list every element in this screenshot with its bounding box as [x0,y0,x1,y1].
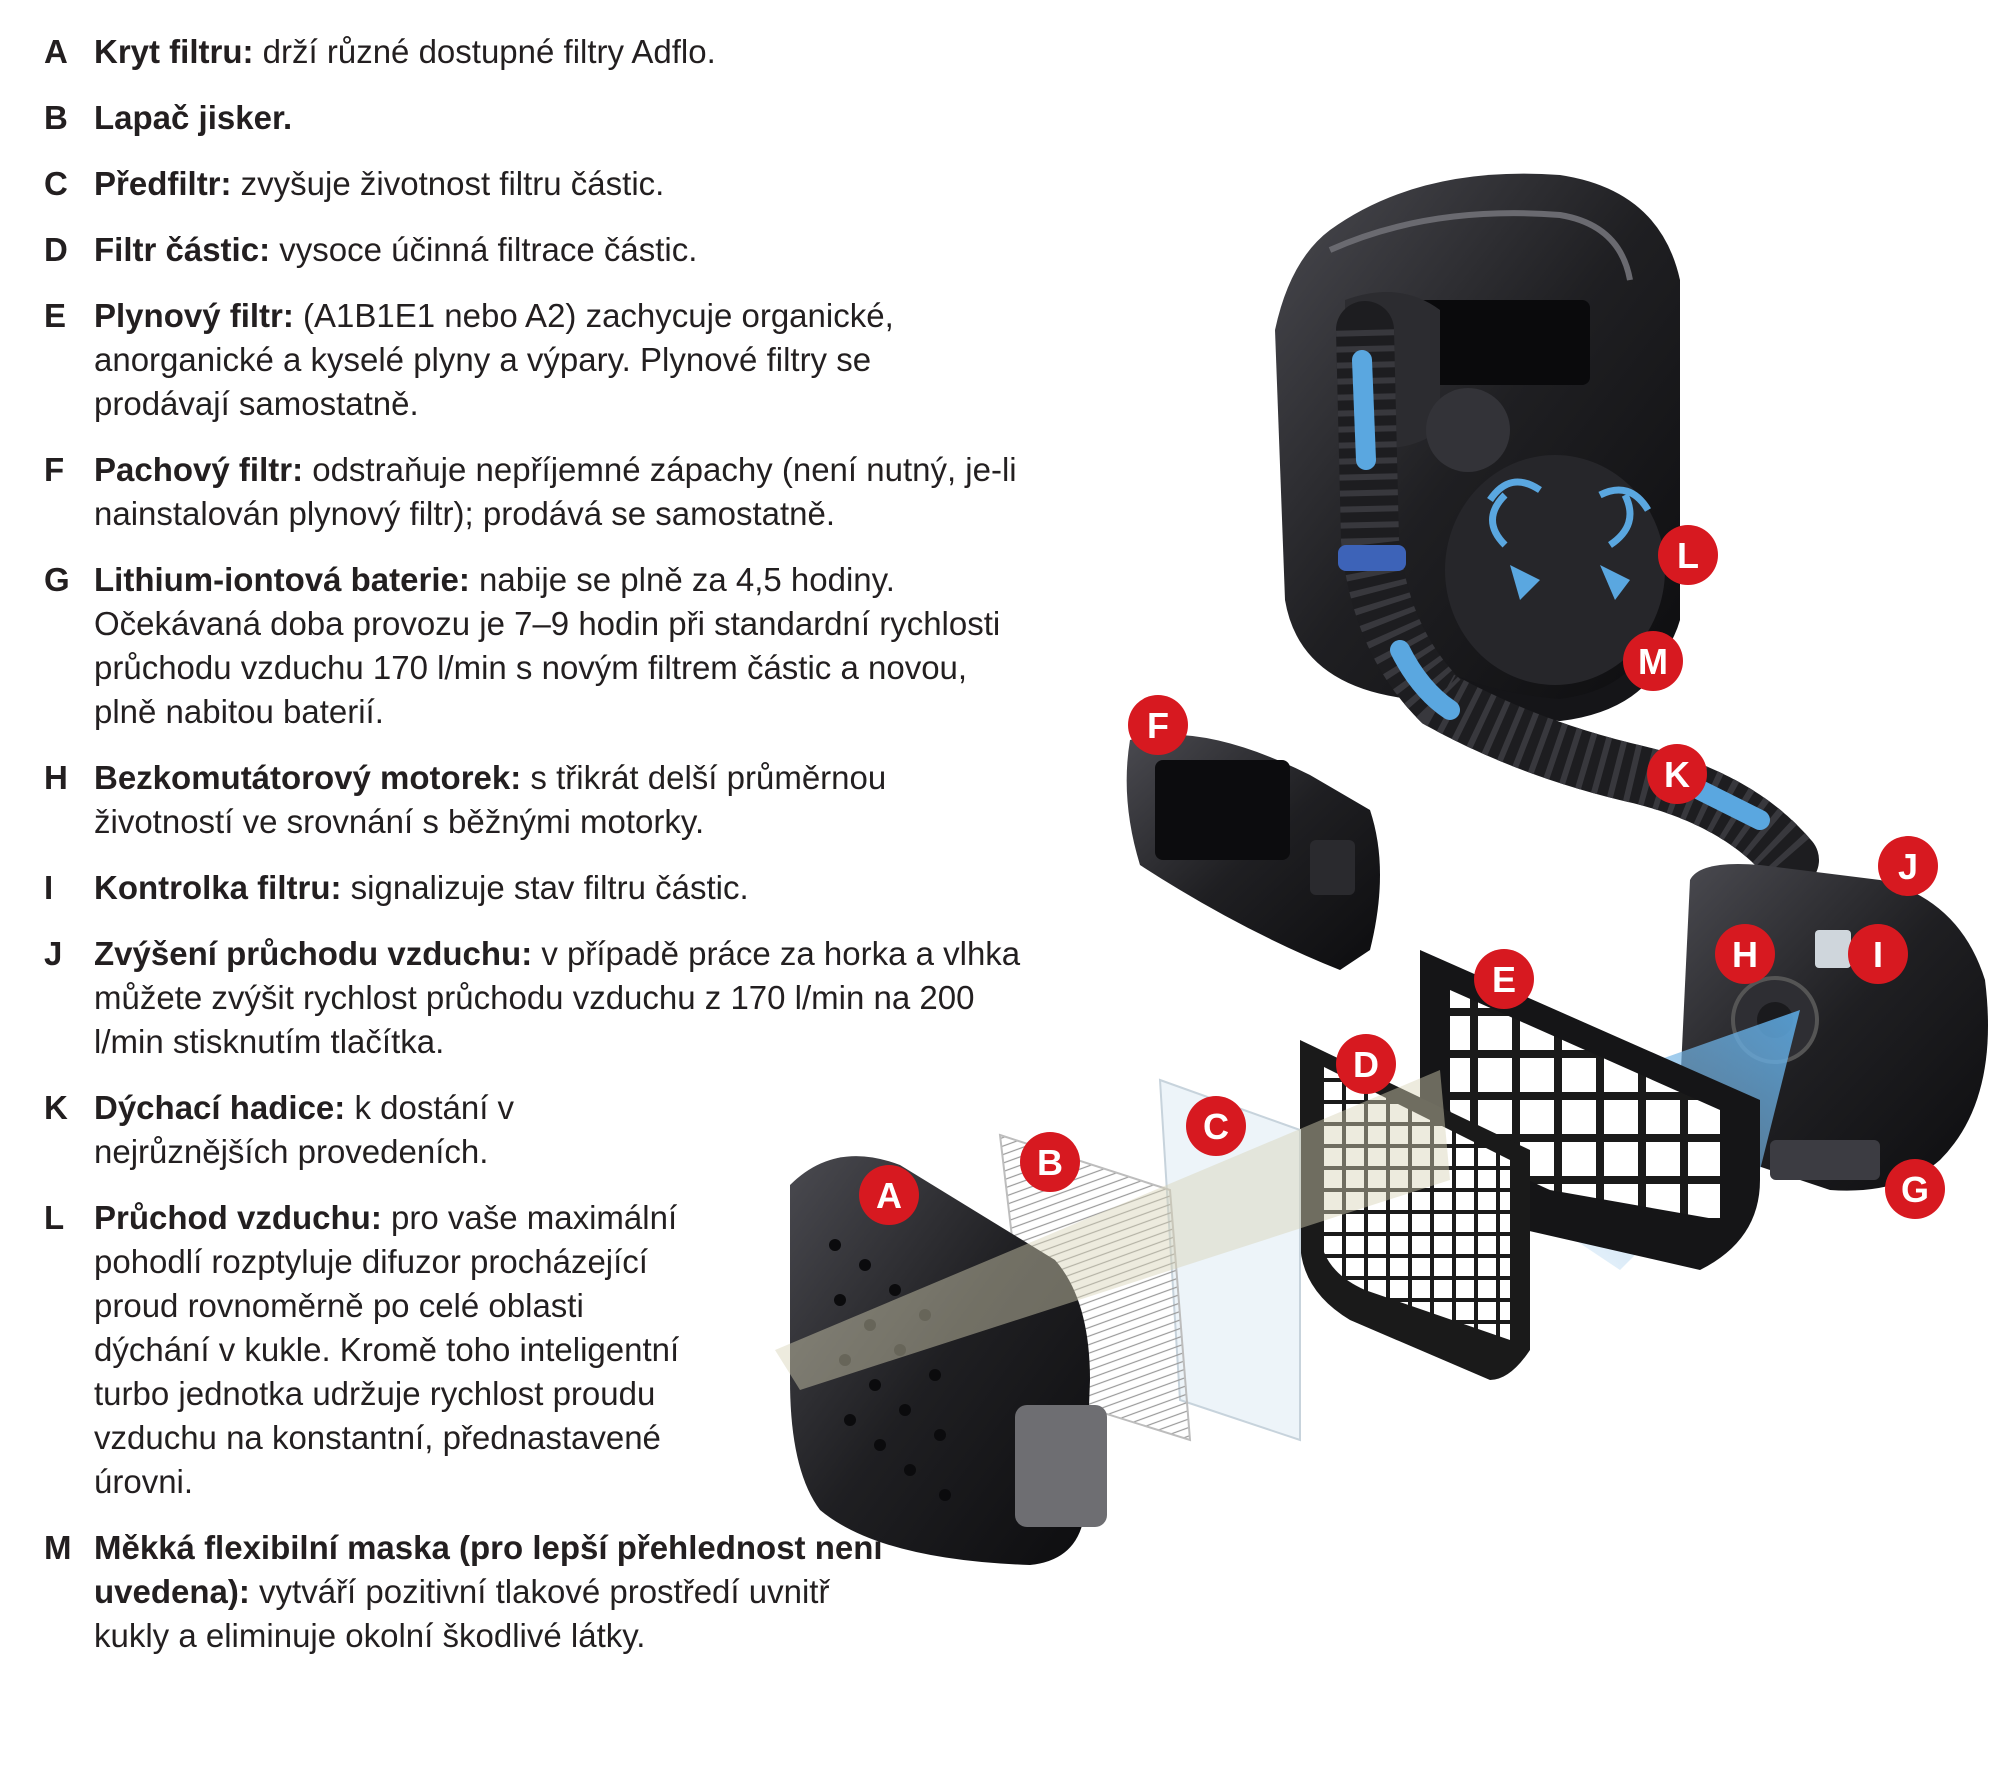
legend-term: Lithium-iontová baterie: [94,561,470,598]
legend-body: drží různé dostupné filtry Adflo. [253,33,716,70]
legend-letter: E [44,297,67,334]
legend-letter: B [44,99,68,136]
legend-item-f: F Pachový filtr: odstraňuje nepříjemné z… [44,448,1119,536]
callout-label: K [1664,754,1690,795]
legend-body: odstraňuje nepříjemné zápachy (není nutn… [94,451,1017,532]
callout-label: H [1732,934,1758,975]
legend-term: Filtr částic: [94,231,271,268]
legend-item-d: D Filtr částic: vysoce účinná filtrace č… [44,228,864,272]
legend-description: Bezkomutátorový motorek: s třikrát delší… [94,756,1004,844]
callout-label: G [1901,1169,1929,1210]
particle-filter [1300,1040,1530,1380]
legend-term: Pachový filtr: [94,451,304,488]
legend-letter: K [44,1089,68,1126]
legend-description: Předfiltr: zvyšuje životnost filtru část… [94,162,864,206]
legend-letter: F [44,451,65,488]
callout-label: F [1147,705,1169,746]
legend-letter: A [44,33,68,70]
legend-body: s třikrát delší průměrnou životností ve … [94,759,887,840]
legend-item-l: L Průchod vzduchu: pro vaše maximální po… [44,1196,684,1504]
legend-description: Plynový filtr: (A1B1E1 nebo A2) zachycuj… [94,294,1004,426]
legend-letter: L [44,1199,65,1236]
callout-a: A [859,1165,919,1225]
odour-filter [1126,734,1380,970]
callout-c: C [1186,1096,1246,1156]
callout-label: L [1677,535,1699,576]
callout-label: B [1037,1142,1063,1183]
legend-item-j: J Zvýšení průchodu vzduchu: v případě pr… [44,932,1034,1064]
legend-term: Měkká flexibilní maska (pro lepší přehle… [94,1529,883,1610]
callout-e: E [1474,949,1534,1009]
legend-letter: M [44,1529,72,1566]
legend-description: Dýchací hadice: k dostání v nejrůznějšíc… [94,1086,564,1174]
legend-body: (A1B1E1 nebo A2) zachycuje organické, an… [94,297,894,422]
legend-description: Lithium-iontová baterie: nabije se plně … [94,558,1004,734]
callout-f: F [1128,695,1188,755]
filter-cover [790,1156,1107,1565]
legend-term: Dýchací hadice: [94,1089,346,1126]
callout-label: I [1873,934,1883,975]
legend-term: Kontrolka filtru: [94,869,342,906]
legend-item-g: G Lithium-iontová baterie: nabije se pln… [44,558,1004,734]
legend-letter: G [44,561,70,598]
callout-b: B [1020,1132,1080,1192]
callout-k: K [1647,744,1707,804]
legend-description: Měkká flexibilní maska (pro lepší přehle… [94,1526,884,1658]
callout-label: E [1492,959,1516,1000]
callout-label: M [1638,641,1668,682]
legend-body: signalizuje stav filtru částic. [341,869,749,906]
callout-m: M [1623,631,1683,691]
legend-description: Kryt filtru: drží různé dostupné filtry … [94,30,864,74]
legend-item-i: I Kontrolka filtru: signalizuje stav fil… [44,866,944,910]
legend-description: Lapač jisker. [94,96,864,140]
legend-item-c: C Předfiltr: zvyšuje životnost filtru čá… [44,162,864,206]
welding-helmet [1275,173,1680,722]
legend-letter: J [44,935,63,972]
legend-item-m: M Měkká flexibilní maska (pro lepší přeh… [44,1526,884,1658]
legend-item-b: B Lapač jisker. [44,96,864,140]
legend-item-a: A Kryt filtru: drží různé dostupné filtr… [44,30,864,74]
legend-description: Filtr částic: vysoce účinná filtrace čás… [94,228,864,272]
legend-body: nabije se plně za 4,5 hodiny. Očekávaná … [94,561,1001,730]
callout-g: G [1885,1159,1945,1219]
legend-item-h: H Bezkomutátorový motorek: s třikrát del… [44,756,1004,844]
legend-body: vysoce účinná filtrace částic. [270,231,698,268]
legend-body: zvyšuje životnost filtru částic. [231,165,665,202]
legend-letter: D [44,231,68,268]
legend-description: Průchod vzduchu: pro vaše maximální poho… [94,1196,684,1504]
legend-term: Kryt filtru: [94,33,254,70]
legend-item-k: K Dýchací hadice: k dostání v nejrůznějš… [44,1086,564,1174]
legend-letter: I [44,869,54,906]
callout-j: J [1878,836,1938,896]
legend-list: A Kryt filtru: drží různé dostupné filtr… [44,30,1164,1658]
callout-label: D [1353,1044,1379,1085]
callout-l: L [1658,525,1718,585]
legend-term: Bezkomutátorový motorek: [94,759,522,796]
legend-term: Zvýšení průchodu vzduchu: [94,935,533,972]
callout-label: C [1203,1106,1229,1147]
callout-h: H [1715,924,1775,984]
legend-letter: H [44,759,68,796]
callout-i: I [1848,924,1908,984]
legend-description: Pachový filtr: odstraňuje nepříjemné záp… [94,448,1119,536]
legend-description: Kontrolka filtru: signalizuje stav filtr… [94,866,944,910]
legend-letter: C [44,165,68,202]
legend-body: pro vaše maximální pohodlí rozptyluje di… [94,1199,680,1500]
legend-term: Průchod vzduchu: [94,1199,382,1236]
callout-label: A [876,1175,902,1216]
legend-body: v případě práce za horka a vlhka můžete … [94,935,1021,1060]
legend-term: Lapač jisker. [94,99,293,136]
legend-body: k dostání v nejrůznějších provedeních. [94,1089,515,1170]
callout-label: J [1898,846,1918,887]
legend-description: Zvýšení průchodu vzduchu: v případě prác… [94,932,1034,1064]
legend-term: Předfiltr: [94,165,232,202]
legend-term: Plynový filtr: [94,297,294,334]
callout-d: D [1336,1034,1396,1094]
legend-body: vytváří pozitivní tlakové prostředí uvni… [94,1573,830,1654]
breathing-hose [1336,301,1819,889]
legend-item-e: E Plynový filtr: (A1B1E1 nebo A2) zachyc… [44,294,1004,426]
